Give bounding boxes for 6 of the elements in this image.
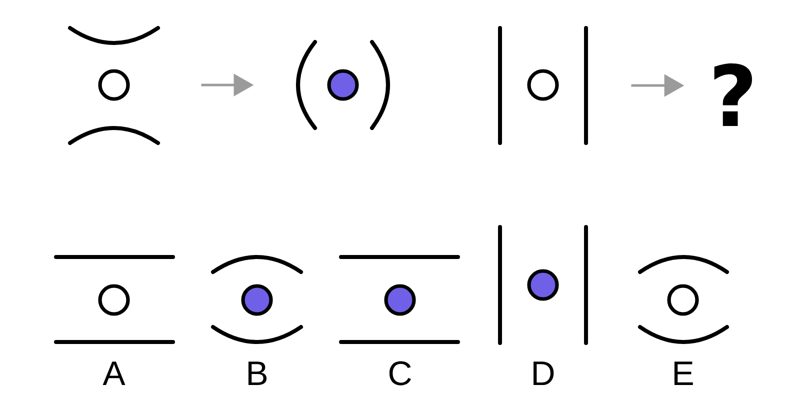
question-mark: ? [714,63,752,126]
option-letter: D [534,362,554,385]
option-letter: E [674,362,693,385]
option-letter: A [102,362,126,385]
option-letter: C [389,361,411,386]
option-letter: B [248,362,267,385]
